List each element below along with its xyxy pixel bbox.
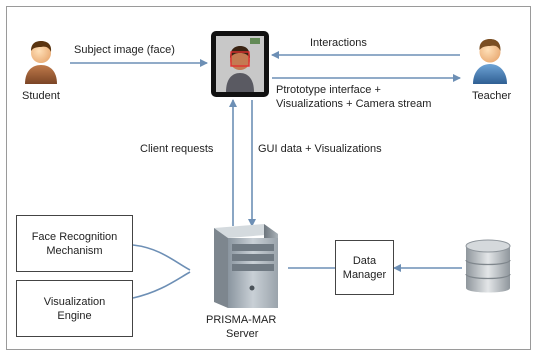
server-label-line2: Server [226,328,259,340]
student-label: Student [22,90,60,102]
face-recognition-line1: Face Recognition [31,230,118,243]
diagram-frame [6,6,531,350]
edge-label-prototype-line1: Ptrototype interface + [276,84,381,96]
data-manager-box: Data Manager [335,240,394,295]
connector-visualization-server [132,271,191,299]
edge-label-subject-image: Subject image (face) [74,44,175,56]
visualization-line1: Visualization [43,295,106,308]
server-label-line1: PRISMA-MAR [206,314,277,326]
teacher-label: Teacher [472,90,512,102]
student-avatar-icon [25,41,57,84]
edge-label-interactions: Interactions [310,37,367,49]
edge-label-prototype-line2: Visualizations + Camera stream [276,98,432,110]
data-manager-line2: Manager [342,268,387,281]
database-icon [465,239,511,293]
face-recognition-line2: Mechanism [46,244,103,257]
edge-label-gui-data: GUI data + Visualizations [258,143,382,155]
teacher-avatar-icon [473,39,507,84]
edge-label-client-requests: Client requests [140,143,214,155]
data-manager-line1: Data [352,254,377,267]
visualization-engine-box: Visualization Engine [16,280,133,337]
server-tower-icon [214,224,278,308]
visualization-line2: Engine [57,309,92,322]
tablet-camera-icon [211,31,269,97]
face-recognition-box: Face Recognition Mechanism [16,215,133,272]
connector-face-server [132,244,191,271]
